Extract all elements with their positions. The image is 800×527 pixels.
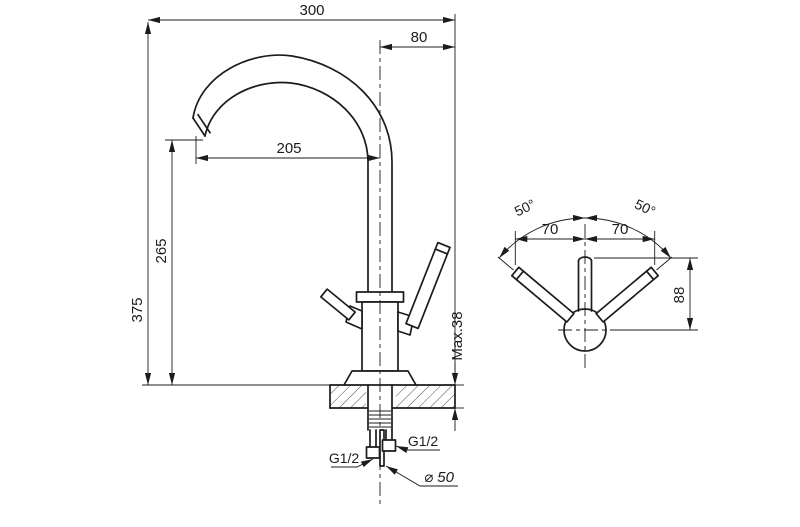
- dim-deck-thickness-label: Max.38: [449, 311, 466, 360]
- dim-total-width-label: 300: [299, 2, 324, 19]
- swing-angle-right-label: 50°: [632, 196, 658, 220]
- thread-right-label: G1/2: [408, 433, 439, 449]
- leader-g12-left: [331, 458, 374, 468]
- left-lever-axis-ext: [497, 256, 514, 271]
- spout-tip-face: [192, 117, 206, 137]
- swing-angle-left-label: 50°: [512, 196, 538, 220]
- thread-left-label: G1/2: [329, 450, 360, 466]
- plan-view: 50° 50° 70 70 88: [497, 196, 698, 372]
- front-view: 300 80 205 375 265 Max.38 G1/2 G1/2 ⌀ 50: [129, 2, 466, 505]
- plan-left-lever-cap: [515, 270, 525, 281]
- countertop-hatch-left: [330, 385, 366, 408]
- spout-outer-line: [192, 54, 393, 293]
- dim-handle-offset-label: 80: [411, 29, 428, 46]
- leader-g12-right: [395, 445, 440, 454]
- right-handle-lever: [405, 241, 451, 330]
- dim-spout-reach-label: 205: [276, 140, 301, 157]
- leader-dia50: [385, 465, 458, 487]
- base-diameter-label: ⌀ 50: [424, 469, 455, 486]
- plan-right-lever: [595, 266, 660, 323]
- countertop-hatch-right: [396, 385, 455, 408]
- spout-aerator-line: [197, 113, 211, 134]
- dim-total-height-label: 375: [129, 297, 146, 322]
- left-hose-fitting: [365, 446, 381, 459]
- plan-right-lever-cap: [645, 270, 655, 281]
- spout-inner-line: [204, 81, 369, 293]
- plan-left-lever: [510, 266, 575, 323]
- left-handle-lever: [319, 288, 357, 321]
- swing-arc-left: [498, 214, 586, 259]
- dim-spout-height-label: 265: [153, 238, 170, 263]
- swing-arc-right: [584, 214, 672, 259]
- handle-span-right-label: 70: [612, 221, 629, 238]
- right-handle-cap-line: [434, 248, 449, 255]
- right-lever-axis-ext: [656, 256, 673, 271]
- right-hose-fitting: [381, 439, 397, 452]
- handle-span-left-label: 70: [542, 221, 559, 238]
- spout-projection-label: 88: [671, 287, 688, 304]
